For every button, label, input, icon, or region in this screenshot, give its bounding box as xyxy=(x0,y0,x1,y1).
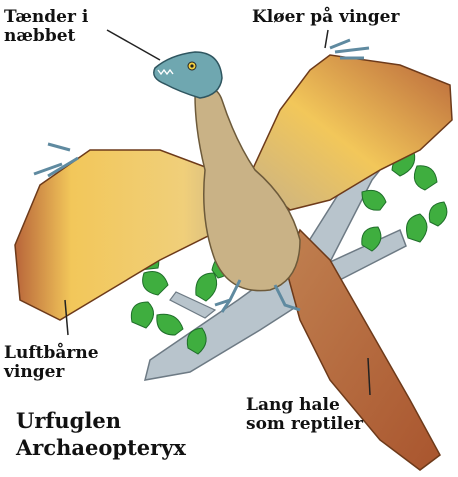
label-wings-line2: vinger xyxy=(4,363,99,382)
title-line-2: Archaeopteryx xyxy=(16,435,186,462)
label-claws: Kløer på vinger xyxy=(252,8,399,27)
label-tail: Lang hale som reptiler xyxy=(246,396,363,434)
label-teeth-line1: Tænder i xyxy=(4,8,88,27)
label-teeth: Tænder i næbbet xyxy=(4,8,88,46)
label-tail-line1: Lang hale xyxy=(246,396,363,415)
label-wings-line1: Luftbårne xyxy=(4,344,99,363)
title-line-1: Urfuglen xyxy=(16,408,186,435)
bird-head xyxy=(154,52,222,98)
label-teeth-line2: næbbet xyxy=(4,27,88,46)
label-wings: Luftbårne vinger xyxy=(4,344,99,382)
label-tail-line2: som reptiler xyxy=(246,415,363,434)
